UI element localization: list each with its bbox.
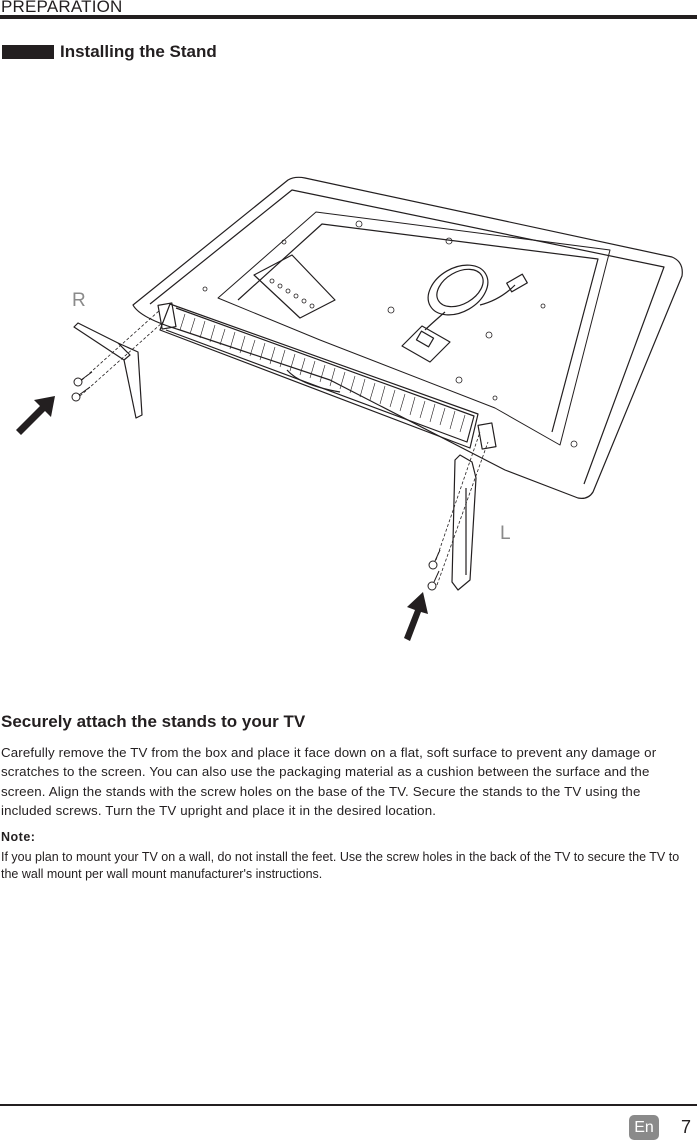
language-badge: En bbox=[629, 1115, 659, 1140]
note-label: Note: bbox=[1, 830, 36, 844]
note-text: If you plan to mount your TV on a wall, … bbox=[1, 850, 680, 881]
tv-back-outline bbox=[132, 176, 683, 499]
arrow-up-right-icon bbox=[16, 396, 55, 435]
header-divider bbox=[0, 15, 697, 19]
stand-installation-illustration: R L bbox=[16, 176, 683, 641]
page-number: 7 bbox=[681, 1117, 692, 1137]
instructions-body: Carefully remove the TV from the box and… bbox=[1, 745, 657, 818]
footer-divider bbox=[0, 1104, 697, 1106]
left-stand bbox=[451, 454, 477, 591]
arrow-up-icon bbox=[404, 592, 428, 641]
header-title: PREPARATION bbox=[1, 0, 123, 16]
section-marker-bar bbox=[2, 45, 54, 59]
screws bbox=[71, 371, 441, 591]
alignment-guides bbox=[79, 309, 489, 586]
label-right-stand: R bbox=[72, 290, 86, 311]
section-title: Installing the Stand bbox=[60, 42, 217, 61]
label-left-stand: L bbox=[500, 523, 511, 544]
instructions-heading: Securely attach the stands to your TV bbox=[1, 712, 306, 731]
right-stand bbox=[73, 322, 143, 419]
